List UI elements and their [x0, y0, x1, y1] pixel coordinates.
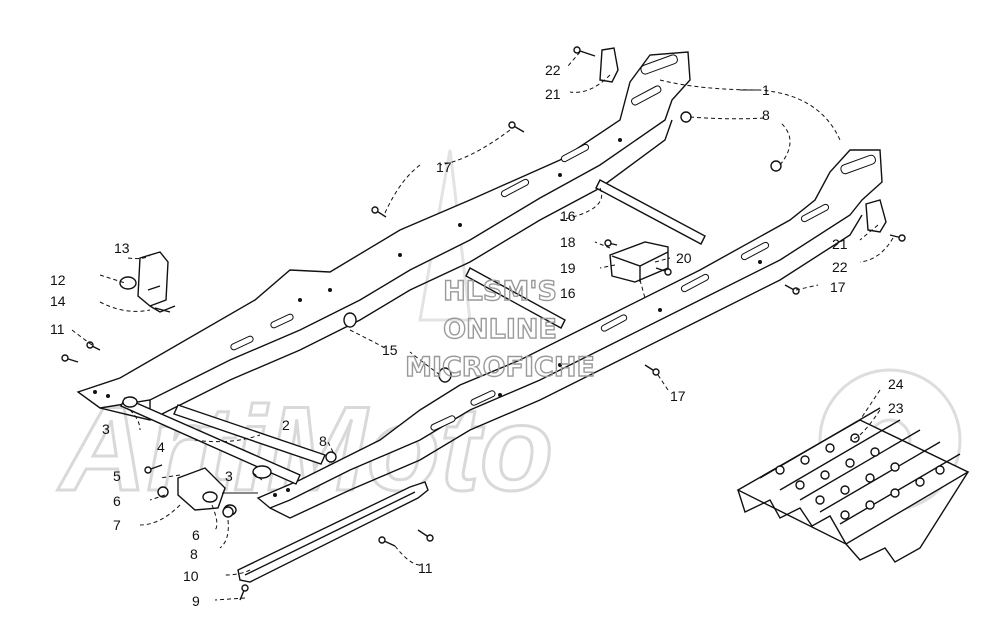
callout-3-right: 3 — [225, 468, 233, 484]
spacer-3-left — [122, 396, 138, 408]
callout-8-lower: 8 — [190, 546, 198, 562]
callout-5: 5 — [113, 468, 121, 484]
callout-21-upper: 21 — [545, 86, 561, 102]
callout-22-upper: 22 — [545, 62, 561, 78]
callout-2: 2 — [282, 417, 290, 433]
callout-8-upper: 8 — [762, 107, 770, 123]
callout-16-upper: 16 — [560, 208, 576, 224]
callout-3-left: 3 — [102, 421, 110, 437]
callout-11-left: 11 — [50, 321, 65, 337]
callout-17-lower: 17 — [670, 388, 686, 404]
spacer-3-right — [252, 465, 272, 479]
bolts — [61, 46, 906, 601]
callout-7: 7 — [113, 517, 121, 533]
callout-17-right: 17 — [830, 279, 846, 295]
callout-15: 15 — [382, 342, 398, 358]
callout-18: 18 — [560, 234, 576, 250]
watermark-line1: HLSM'S — [443, 276, 557, 307]
callout-1: 1 — [762, 82, 770, 98]
washer-15-upper — [343, 312, 357, 328]
callout-21-lower: 21 — [832, 236, 848, 252]
shaft-rear-front — [173, 404, 326, 465]
callout-6-left: 6 — [113, 493, 121, 509]
callout-6-right: 6 — [192, 527, 200, 543]
bracket-21-lower — [865, 199, 887, 233]
callout-16-lower: 16 — [560, 285, 576, 301]
callout-9: 9 — [192, 593, 200, 609]
slide-rail-left — [76, 51, 691, 421]
callout-19: 19 — [560, 260, 576, 276]
block-19 — [609, 241, 669, 283]
callout-24: 24 — [888, 376, 904, 392]
microfiche-watermark: HLSM'S ONLINE MICROFICHE — [404, 275, 595, 383]
callout-4: 4 — [157, 439, 165, 455]
callout-13: 13 — [114, 240, 130, 256]
callout-17-upper: 17 — [436, 159, 452, 175]
callout-14: 14 — [50, 293, 66, 309]
callout-12: 12 — [50, 272, 66, 288]
shaft-middle — [465, 267, 566, 329]
bogie-assembly-front — [119, 251, 176, 313]
callout-8-middle: 8 — [319, 433, 327, 449]
slide-rail-right — [256, 149, 883, 519]
leader-lines — [71, 51, 894, 601]
watermark-line3: MICROFICHE — [405, 352, 595, 383]
shaft-upper — [595, 179, 706, 245]
watermark-line2: ONLINE — [443, 314, 557, 345]
callout-10: 10 — [183, 568, 199, 584]
callout-labels: 1 2 3 3 4 5 6 6 7 8 8 8 9 10 11 11 12 13… — [50, 62, 904, 609]
wear-strip — [237, 481, 429, 583]
bracket-21-upper — [599, 47, 619, 83]
callout-20: 20 — [676, 250, 692, 266]
rear-grid-assembly — [736, 407, 970, 563]
washer-15-lower — [438, 367, 452, 383]
callout-22-lower: 22 — [832, 259, 848, 275]
callout-11-lower: 11 — [418, 560, 433, 576]
callout-23: 23 — [888, 400, 904, 416]
